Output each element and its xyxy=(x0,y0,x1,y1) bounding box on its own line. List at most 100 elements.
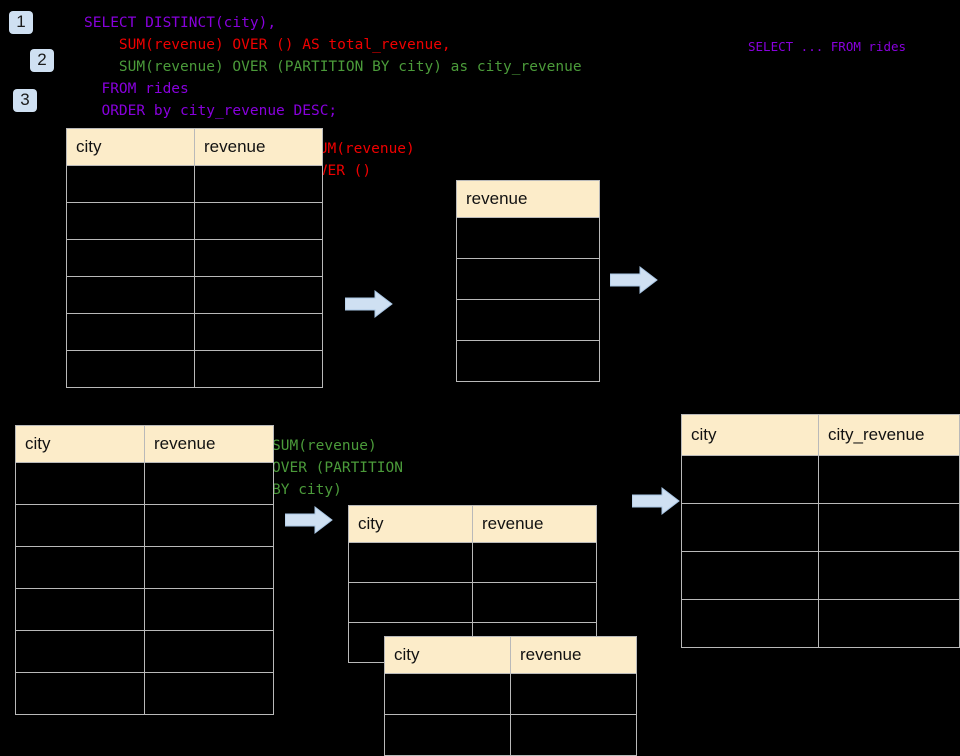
cell-revenue xyxy=(456,217,600,259)
table-header-row: city revenue xyxy=(15,425,274,463)
sql-source-note: SELECT ... FROM rides xyxy=(748,39,907,54)
cell-revenue xyxy=(510,673,637,715)
table-row xyxy=(15,546,274,589)
column-header-city: city xyxy=(384,636,511,674)
cell-city-revenue xyxy=(818,503,960,552)
sql-line-from: FROM rides xyxy=(84,81,189,97)
cell-revenue xyxy=(456,340,600,382)
sql-line-city-revenue: SUM(revenue) OVER (PARTITION BY city) as… xyxy=(84,59,582,75)
table-row xyxy=(15,672,274,715)
cell-city xyxy=(348,582,473,623)
cell-city-revenue xyxy=(818,551,960,600)
cell-city xyxy=(15,630,145,673)
arrow-right-icon xyxy=(632,486,680,516)
table-result: city city_revenue xyxy=(680,414,960,648)
column-header-revenue: revenue xyxy=(144,425,274,463)
cell-revenue xyxy=(144,672,274,715)
step-badge-3: 3 xyxy=(13,89,37,112)
column-header-revenue: revenue xyxy=(472,505,597,543)
cell-city-revenue xyxy=(818,599,960,648)
table-header-row: city revenue xyxy=(384,636,637,674)
cell-revenue xyxy=(510,714,637,756)
cell-revenue xyxy=(194,276,323,314)
cell-city xyxy=(680,503,820,552)
table-row xyxy=(384,673,637,715)
cell-city xyxy=(680,455,820,504)
table-row xyxy=(66,239,323,277)
table-body xyxy=(680,455,960,648)
cell-revenue xyxy=(472,582,597,623)
cell-revenue xyxy=(456,258,600,300)
cell-city xyxy=(66,350,195,388)
arrow-right-icon xyxy=(285,505,333,535)
column-header-city: city xyxy=(348,505,473,543)
table-row xyxy=(680,455,960,504)
column-header-city: city xyxy=(680,414,820,456)
cell-revenue xyxy=(194,202,323,240)
table-header-row: city city_revenue xyxy=(680,414,960,456)
table-row xyxy=(66,350,323,388)
table-row xyxy=(15,630,274,673)
cell-revenue xyxy=(194,313,323,351)
cell-revenue xyxy=(194,350,323,388)
cell-city xyxy=(384,714,511,756)
arrow-right-icon xyxy=(610,265,658,295)
cell-city xyxy=(15,672,145,715)
cell-city xyxy=(15,462,145,505)
table-row xyxy=(66,165,323,203)
cell-city xyxy=(66,239,195,277)
cell-city xyxy=(66,313,195,351)
table-partition-group-front: city revenue xyxy=(384,636,637,756)
cell-city xyxy=(15,546,145,589)
table-row xyxy=(15,588,274,631)
sql-line-select: SELECT DISTINCT(city), xyxy=(84,15,277,31)
step-badge-1: 1 xyxy=(9,11,33,34)
cell-city xyxy=(15,504,145,547)
table-row xyxy=(348,582,597,623)
table-header-row: city revenue xyxy=(348,505,597,543)
table-rides-bottom: city revenue xyxy=(15,425,274,715)
arrow-right-icon xyxy=(345,289,393,319)
annotation-total-revenue: SUM(revenue) OVER () xyxy=(310,141,415,179)
table-row xyxy=(456,340,600,382)
table-row xyxy=(384,714,637,756)
table-row xyxy=(15,504,274,547)
column-header-revenue: revenue xyxy=(456,180,600,218)
cell-revenue xyxy=(144,630,274,673)
cell-city xyxy=(66,165,195,203)
table-row xyxy=(680,599,960,648)
table-header-row: revenue xyxy=(456,180,600,218)
cell-revenue xyxy=(144,504,274,547)
table-row xyxy=(15,462,274,505)
table-body xyxy=(66,165,323,388)
table-row xyxy=(348,542,597,583)
table-row xyxy=(456,299,600,341)
table-row xyxy=(680,551,960,600)
cell-city xyxy=(66,202,195,240)
table-row xyxy=(66,276,323,314)
cell-city-revenue xyxy=(818,455,960,504)
cell-revenue xyxy=(144,462,274,505)
sql-line-order-by: ORDER by city_revenue DESC; xyxy=(84,103,338,119)
cell-revenue xyxy=(194,165,323,203)
table-row xyxy=(456,258,600,300)
table-rides-top: city revenue xyxy=(66,128,323,388)
cell-city xyxy=(384,673,511,715)
column-header-city: city xyxy=(15,425,145,463)
table-body xyxy=(15,462,274,715)
cell-city xyxy=(15,588,145,631)
table-row xyxy=(66,313,323,351)
step-badge-2: 2 xyxy=(30,49,54,72)
annotation-city-revenue: SUM(revenue) OVER (PARTITION BY city) xyxy=(272,438,403,498)
sql-query-block: SELECT DISTINCT(city), SUM(revenue) OVER… xyxy=(84,12,582,122)
cell-revenue xyxy=(456,299,600,341)
column-header-revenue: revenue xyxy=(194,128,323,166)
cell-revenue xyxy=(194,239,323,277)
cell-city xyxy=(680,551,820,600)
table-body xyxy=(456,217,600,382)
table-body xyxy=(384,673,637,756)
table-header-row: city revenue xyxy=(66,128,323,166)
column-header-city-revenue: city_revenue xyxy=(818,414,960,456)
table-row xyxy=(680,503,960,552)
sql-line-total-revenue: SUM(revenue) OVER () AS total_revenue, xyxy=(84,37,451,53)
